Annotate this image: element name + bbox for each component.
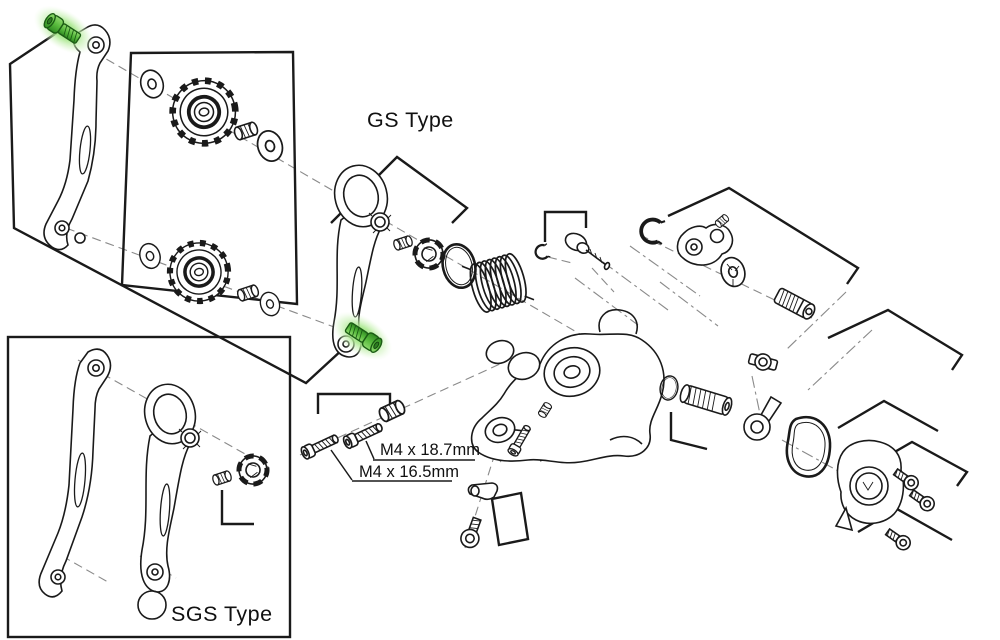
- gs-type-label: GS Type: [367, 108, 454, 132]
- b-adjust-bracket: [543, 210, 588, 242]
- seal-gasket: [785, 416, 832, 478]
- bolt-lower-dimension-label: M4 x 16.5mm: [359, 463, 459, 481]
- sgs-type-label: SGS Type: [171, 602, 273, 626]
- b-adjust-screw: [564, 232, 611, 271]
- sgs-bushing-bracket: [220, 490, 254, 526]
- sgs-lock-washer: [237, 454, 269, 486]
- pivot-spring-unit: [679, 384, 733, 416]
- gs-upper-pulley-assembly: [136, 66, 288, 166]
- bracket-link: [676, 213, 734, 266]
- stopper-knob: [743, 395, 783, 441]
- derailleur-body: [470, 308, 665, 464]
- switch-cover-unit: [834, 439, 905, 532]
- clamp-bolt-bracket: [490, 491, 530, 547]
- cable-fixing-plate: [467, 482, 499, 501]
- sgs-inner-plate: [38, 348, 112, 598]
- sgs-pivot-bushing: [211, 469, 233, 487]
- cover-screw-2: [906, 486, 938, 515]
- m4-bolt-bracket: [316, 392, 392, 414]
- sgs-box: [6, 335, 292, 639]
- b-axle-clip: [532, 242, 552, 262]
- callout-bolt-lower: [330, 449, 452, 482]
- cage-o-ring: [436, 239, 482, 293]
- callout-bolt-upper: [365, 440, 475, 461]
- bracket-washer: [716, 253, 750, 291]
- upper-right-bracket: [667, 186, 964, 371]
- cover-screw-3: [882, 525, 914, 554]
- gs-lower-pulley-assembly: [135, 238, 284, 319]
- gs-inner-plate: [43, 24, 111, 251]
- m4-bolt-long: [341, 419, 386, 451]
- bolt-upper-dimension-label: M4 x 18.7mm: [380, 441, 480, 459]
- pulley-box: [120, 50, 299, 306]
- m4-bolt-short: [298, 431, 342, 461]
- bracket-axle-e-clip: [637, 216, 667, 246]
- m4-spring-washer: [376, 398, 408, 424]
- cable-clamp-bolt: [460, 516, 482, 549]
- gs-group-outline: [8, 31, 357, 385]
- bracket-axle-bolt: [773, 287, 816, 320]
- spring-unit-bracket: [669, 412, 708, 451]
- cage-lock-washer: [413, 238, 445, 270]
- cage-pivot-bushing: [392, 234, 414, 252]
- sgs-outer-plate: [137, 383, 202, 620]
- cam-piece: [747, 353, 779, 371]
